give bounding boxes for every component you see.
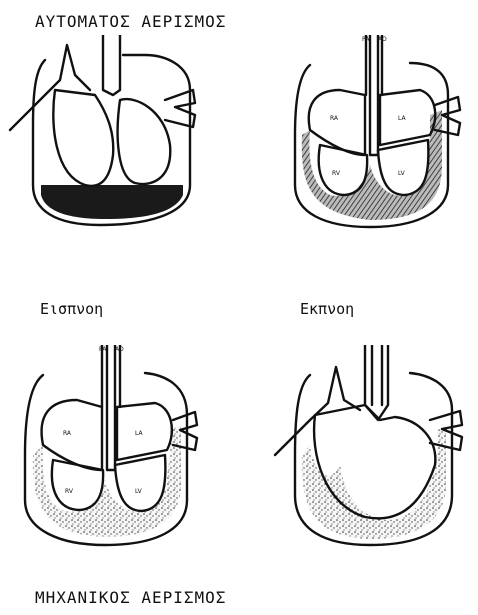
label-la: LA [398, 115, 406, 122]
left-ventricle [118, 99, 171, 184]
label-rv: RV [332, 170, 341, 177]
spontaneous-ventilation-title: ΑΥΤΟΜΑΤΟΣ ΑΕΡΙΣΜΟΣ [35, 12, 226, 31]
right-ventricle [52, 460, 103, 510]
heart-diagram-spontaneous-expiration: PA AO RA LA RV LV [270, 35, 470, 235]
pericardial-space-shaded [302, 110, 442, 220]
label-la: LA [135, 430, 143, 437]
label-ra: RA [63, 430, 72, 437]
pericardial-space-stippled [302, 425, 446, 539]
right-atrium [42, 400, 102, 470]
label-pa: PA [362, 36, 370, 43]
right-ventricle [53, 90, 113, 186]
label-lv: LV [398, 170, 406, 177]
label-pa: PA [99, 346, 107, 353]
label-ra: RA [330, 115, 339, 122]
expiration-label: Εκπνοη [300, 300, 354, 318]
label-lv: LV [135, 488, 143, 495]
inspiration-label: Εισπνοη [40, 300, 103, 318]
left-ventricle [115, 455, 165, 511]
left-atrium [117, 403, 172, 460]
right-ventricle [319, 145, 367, 195]
heart-diagram-mechanical-inspiration: PA AO RA LA RV LV [5, 345, 205, 555]
label-rv: RV [65, 488, 74, 495]
mechanical-ventilation-title: ΜΗΧΑΝΙΚΟΣ ΑΕΡΙΣΜΟΣ [35, 588, 226, 607]
left-ventricle [378, 140, 428, 195]
left-atrium [380, 90, 435, 145]
great-vessels [103, 35, 120, 95]
right-atrium [309, 90, 365, 155]
label-ao: AO [378, 36, 387, 43]
right-atrium-vessel [275, 367, 360, 455]
heart-diagram-spontaneous-inspiration [5, 35, 205, 235]
label-ao: AO [115, 346, 124, 353]
right-atrium-vessel [10, 45, 90, 130]
pericardial-space-shaded [41, 185, 183, 219]
great-vessels [365, 345, 388, 420]
heart-diagram-mechanical-expiration [270, 345, 470, 555]
